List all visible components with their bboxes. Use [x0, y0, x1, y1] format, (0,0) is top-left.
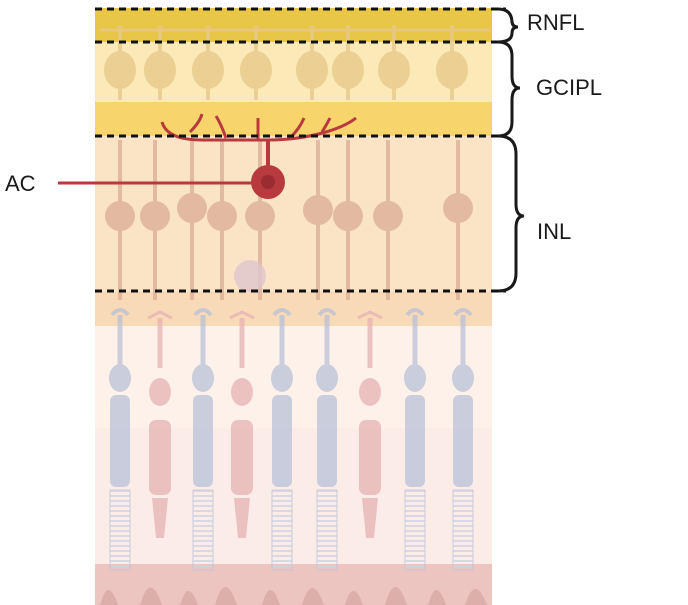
rod-cell — [109, 308, 131, 571]
inl-bracket — [497, 134, 525, 293]
rnfl-label: RNFL — [527, 10, 585, 35]
gcipl-bracket — [497, 40, 521, 138]
cone-cell — [357, 310, 383, 538]
ganglion-cells — [100, 25, 490, 100]
rnfl-bracket — [497, 7, 519, 44]
rpe-band — [95, 564, 492, 605]
layer-brackets — [497, 7, 525, 293]
onl-band — [95, 326, 492, 428]
rod-cells — [109, 308, 474, 571]
amacrine-cell — [160, 113, 357, 199]
rnfl-band — [95, 8, 492, 42]
gcipl-label: GCIPL — [536, 75, 603, 100]
rpe-bumps — [100, 587, 487, 605]
rod-cell — [192, 308, 214, 571]
ipl-band — [95, 102, 492, 136]
ac-label: AC — [5, 171, 36, 196]
inl-cells — [105, 140, 473, 300]
displaced-soma — [234, 260, 266, 292]
cone-cells — [147, 310, 383, 538]
inl-label: INL — [537, 219, 572, 244]
cone-cell — [147, 310, 173, 538]
rod-cell — [316, 308, 338, 571]
rod-cell — [404, 308, 426, 571]
layer-boundaries — [95, 7, 506, 293]
cone-cell — [229, 310, 255, 538]
rod-cell — [271, 308, 293, 571]
rod-cell — [452, 308, 474, 571]
